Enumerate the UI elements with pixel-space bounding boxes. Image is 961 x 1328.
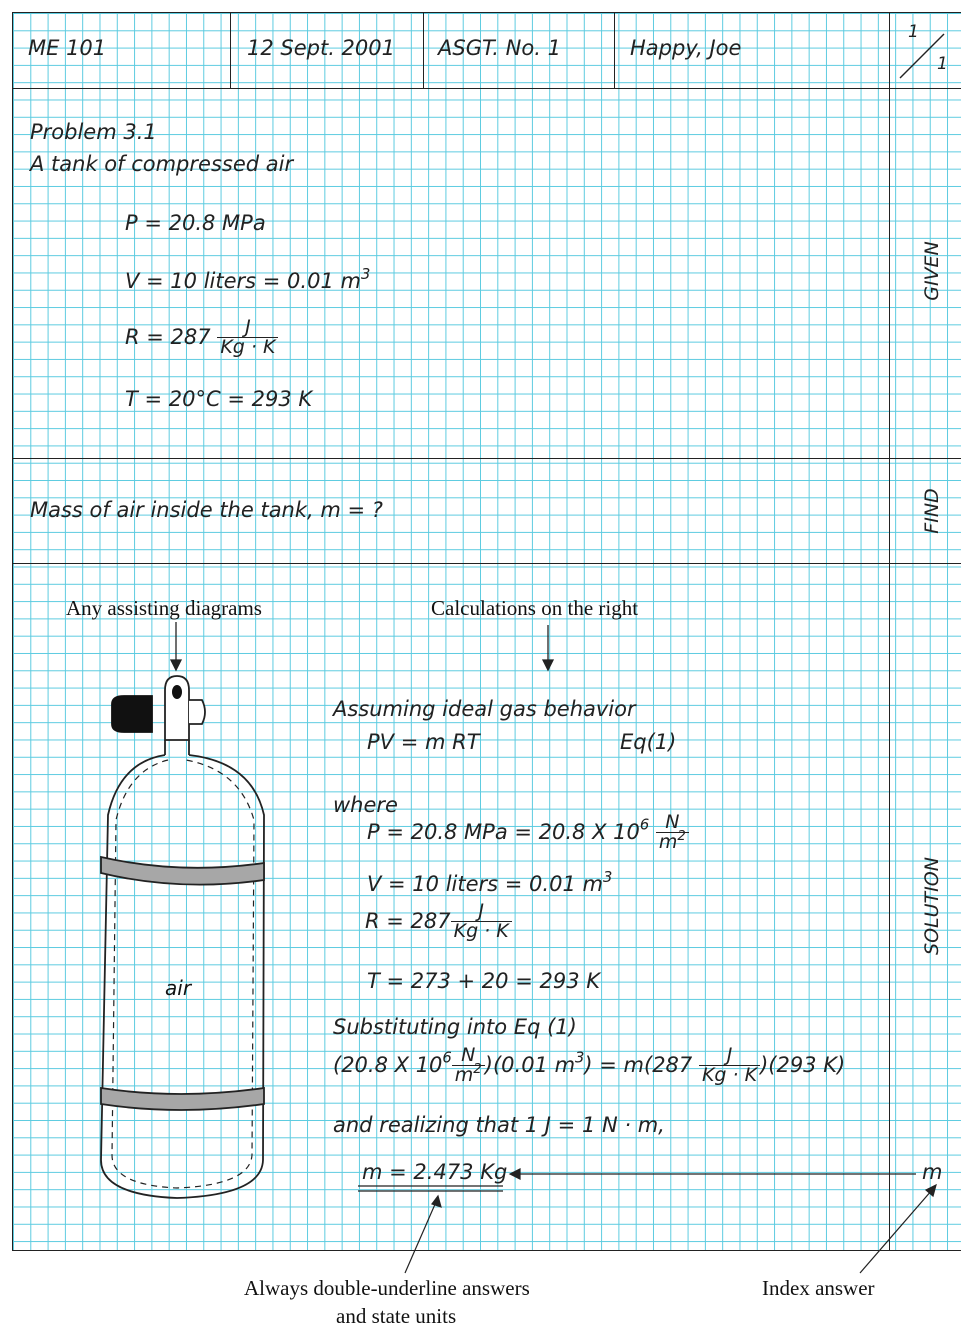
- given-pressure: P = 20.8 MPa: [125, 211, 266, 235]
- given-divider: [12, 458, 961, 459]
- header-col-1: [230, 12, 231, 88]
- ideal-gas-equation: PV = m RT: [367, 730, 480, 754]
- equation-tag: Eq(1): [620, 730, 677, 754]
- diagram-arrow: [169, 622, 183, 672]
- header-col-3: [614, 12, 615, 88]
- where-text: where: [333, 793, 398, 817]
- page-total: 1: [937, 54, 948, 74]
- calc-arrow: [541, 625, 555, 672]
- assignment-field: ASGT. No. 1: [438, 36, 561, 60]
- course-field: ME 101: [28, 36, 107, 60]
- underline-note: Always double-underline answers: [244, 1276, 530, 1300]
- page-number: 1: [908, 22, 919, 42]
- tank-band-lower: [100, 1086, 265, 1111]
- calc-caption: Calculations on the right: [431, 596, 639, 620]
- tank-band-upper: [100, 855, 265, 886]
- problem-number: Problem 3.1: [30, 120, 157, 144]
- find-divider: [12, 563, 961, 564]
- underline-note-arrow: [404, 1194, 442, 1274]
- grid-sheet: [12, 12, 961, 1251]
- unit-identity-text: and realizing that 1 J = 1 N · m,: [333, 1113, 665, 1137]
- temperature-line: T = 273 + 20 = 293 K: [367, 969, 600, 993]
- index-arrow: [508, 1168, 916, 1180]
- volume-line: V = 10 liters = 0.01 m3: [367, 869, 613, 896]
- index-note: Index answer: [762, 1276, 875, 1300]
- side-column-border: [889, 12, 890, 1251]
- index-answer: m: [922, 1160, 943, 1184]
- substitution-text: Substituting into Eq (1): [333, 1015, 577, 1039]
- header-divider: [12, 88, 961, 89]
- given-temperature: T = 20°C = 293 K: [125, 387, 313, 411]
- header-col-2: [423, 12, 424, 88]
- underline-note-line2: and state units: [336, 1304, 457, 1328]
- date-field: 12 Sept. 2001: [247, 36, 396, 60]
- page-fraction-slash: [899, 33, 945, 79]
- final-answer: m = 2.473 Kg: [362, 1160, 508, 1184]
- tank-label: air: [165, 976, 192, 1000]
- tank-drawing: [100, 675, 265, 1199]
- index-note-arrow: [859, 1183, 937, 1274]
- answer-double-underline: [358, 1185, 503, 1192]
- assumption-text: Assuming ideal gas behavior: [333, 697, 636, 721]
- diagram-caption: Any assisting diagrams: [66, 596, 262, 620]
- valve-knob-icon: [111, 695, 153, 733]
- find-question: Mass of air inside the tank, m = ?: [30, 498, 383, 522]
- problem-description: A tank of compressed air: [30, 152, 294, 176]
- given-volume: V = 10 liters = 0.01 m3: [125, 266, 371, 293]
- name-field: Happy, Joe: [630, 36, 742, 60]
